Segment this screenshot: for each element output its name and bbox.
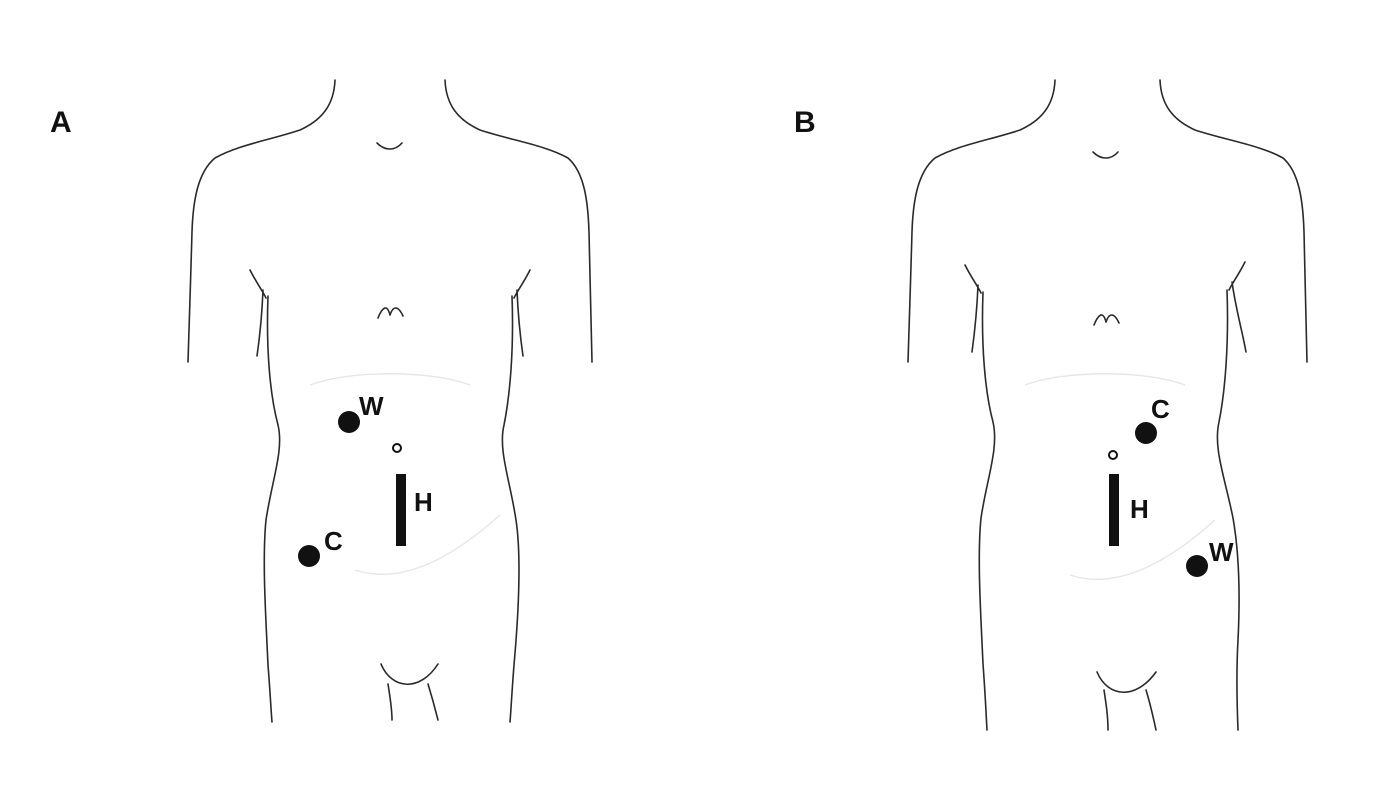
marker-label-c-a: C <box>324 526 343 556</box>
panel-a: A <box>50 79 593 723</box>
marker-w-a: W <box>338 391 384 433</box>
panel-a-label: A <box>50 106 72 139</box>
marker-h-a: H <box>396 474 433 546</box>
marker-c-b: C <box>1135 394 1170 444</box>
marker-label-w-b: W <box>1209 537 1234 567</box>
incision-bar-h-b <box>1109 474 1119 546</box>
marker-label-w-a: W <box>359 391 384 421</box>
port-dot-w-b <box>1186 555 1208 577</box>
panel-b: B C W <box>794 79 1308 731</box>
incision-bar-h-a <box>396 474 406 546</box>
torso-outline-b <box>907 79 1308 731</box>
marker-w-b: W <box>1186 537 1234 577</box>
marker-label-h-b: H <box>1130 494 1149 524</box>
panel-b-label: B <box>794 106 816 139</box>
navel-a <box>392 443 402 453</box>
torso-outline-a <box>187 79 593 723</box>
marker-c-a: C <box>298 526 343 567</box>
port-dot-c-b <box>1135 422 1157 444</box>
port-dot-c-a <box>298 545 320 567</box>
marker-label-h-a: H <box>414 487 433 517</box>
marker-h-b: H <box>1109 474 1149 546</box>
navel-b <box>1108 450 1118 460</box>
marker-label-c-b: C <box>1151 394 1170 424</box>
port-dot-w-a <box>338 411 360 433</box>
